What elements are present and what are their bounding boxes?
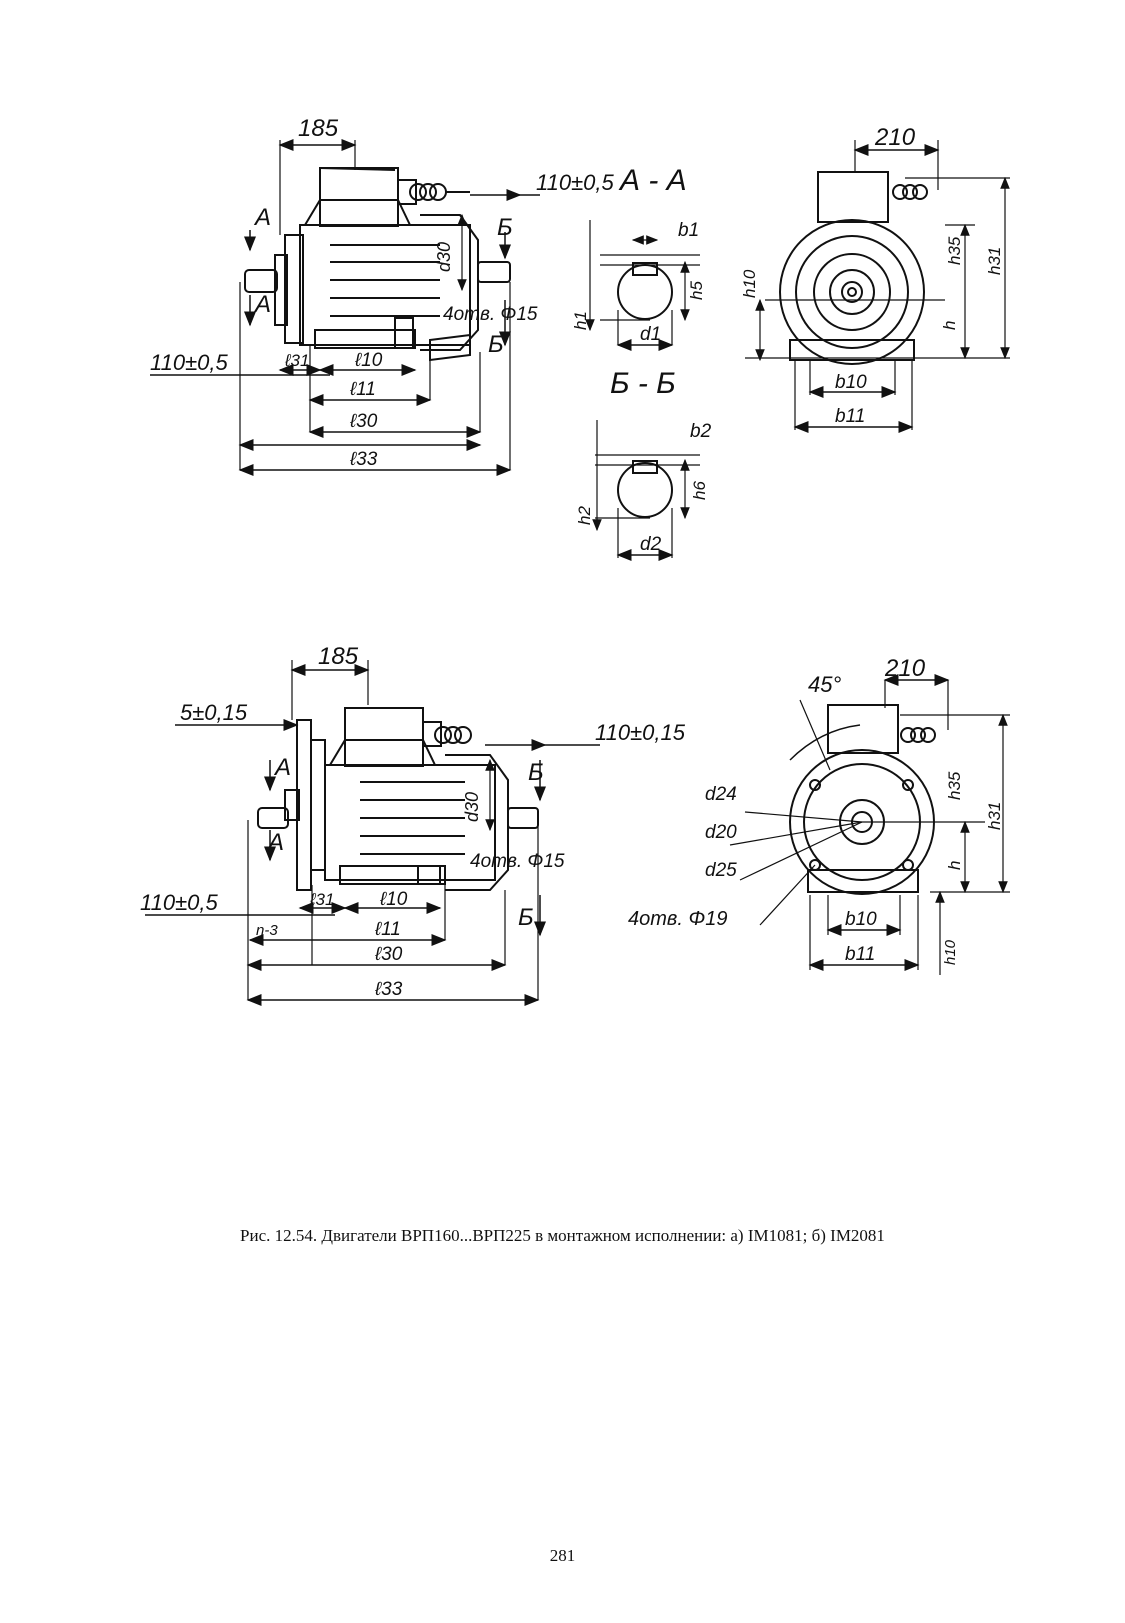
fa-front-h31: h31 [985,247,1004,275]
page-number: 281 [549,1546,576,1565]
fa-dim-185: 185 [298,115,339,142]
fb-front-h: h [945,861,964,870]
fb-n3: n-3 [256,922,278,939]
fa-section-a-top: А [253,204,271,231]
fa-front-h10: h10 [740,269,759,298]
fb-front-h35: h35 [945,771,964,800]
fa-section-aa-title: А - А [618,164,687,197]
fb-front-d25: d25 [705,860,737,881]
fb-front-holes: 4отв. Φ19 [628,908,727,930]
fb-l10: ℓ10 [379,889,408,910]
fa-h1: h1 [571,311,590,330]
fb-dim-110-015: 110±0,15 [595,720,686,745]
fb-l30: ℓ30 [374,944,403,965]
fa-section-b-bottom: Б [488,331,504,358]
fb-dim-185: 185 [318,643,359,670]
fa-section-a-bottom: А [253,291,271,318]
figure-b-side-view [145,660,600,1006]
fa-l33: ℓ33 [349,449,378,470]
fa-dim-110-top: 110±0,5 [536,170,614,195]
figure-a-section-aa [585,220,700,351]
fa-b2: b2 [690,421,712,442]
fa-dim-110-left: 110±0,5 [150,350,228,375]
fb-d30: d30 [462,792,482,822]
figure-caption: Рис. 12.54. Двигатели ВРП160...ВРП225 в … [240,1226,885,1245]
fa-h5: h5 [687,281,706,300]
fa-b1: b1 [678,220,699,241]
figure-a-side-view [150,139,540,476]
fb-section-a-top: А [273,754,291,781]
fa-d30: d30 [434,242,454,272]
fa-l30: ℓ30 [349,411,378,432]
fb-dim-5: 5±0,15 [180,700,248,725]
fb-dim-110-left: 110±0,5 [140,890,218,915]
fa-section-b-top: Б [497,214,513,241]
fb-section-a-bottom: А [266,829,284,856]
fb-front-210: 210 [884,655,926,682]
fb-front-d20: d20 [705,822,737,843]
fb-l11: ℓ11 [374,919,401,940]
fa-section-bb-title: Б - Б [610,367,676,400]
fa-front-210: 210 [874,124,916,151]
fb-l33: ℓ33 [374,979,403,1000]
fa-h2: h2 [575,506,594,525]
fa-front-h35: h35 [945,236,964,265]
fa-front-b11: b11 [835,406,865,427]
figure-b-front-view [729,674,1010,975]
figure-a-section-bb [592,420,700,561]
fa-l10: ℓ10 [354,350,383,371]
fb-front-d24: d24 [705,784,737,805]
figure-a-front-view [745,140,1010,433]
fa-front-b10: b10 [835,372,867,393]
fb-front-angle: 45° [808,672,841,697]
fb-front-h10: h10 [942,939,959,965]
fb-section-b-bottom: Б [518,904,534,931]
fa-l11: ℓ11 [349,379,376,400]
fb-front-b10: b10 [845,909,877,930]
fa-d1: d1 [640,324,661,345]
fb-holes: 4отв. Φ15 [470,851,565,872]
fb-section-b-top: Б [528,759,544,786]
fb-l31: ℓ31 [309,890,334,909]
fa-d2: d2 [640,534,662,555]
fa-holes: 4отв. Φ15 [443,304,538,325]
fa-l31: ℓ31 [284,351,309,370]
drawing-labels: 185 110±0,5 110±0,5 А А Б Б d30 4отв. Φ1… [140,115,1004,1000]
fa-front-h: h [940,321,959,330]
fb-front-b11: b11 [845,944,875,965]
fb-front-h31: h31 [985,802,1004,830]
fa-h6: h6 [690,481,709,500]
